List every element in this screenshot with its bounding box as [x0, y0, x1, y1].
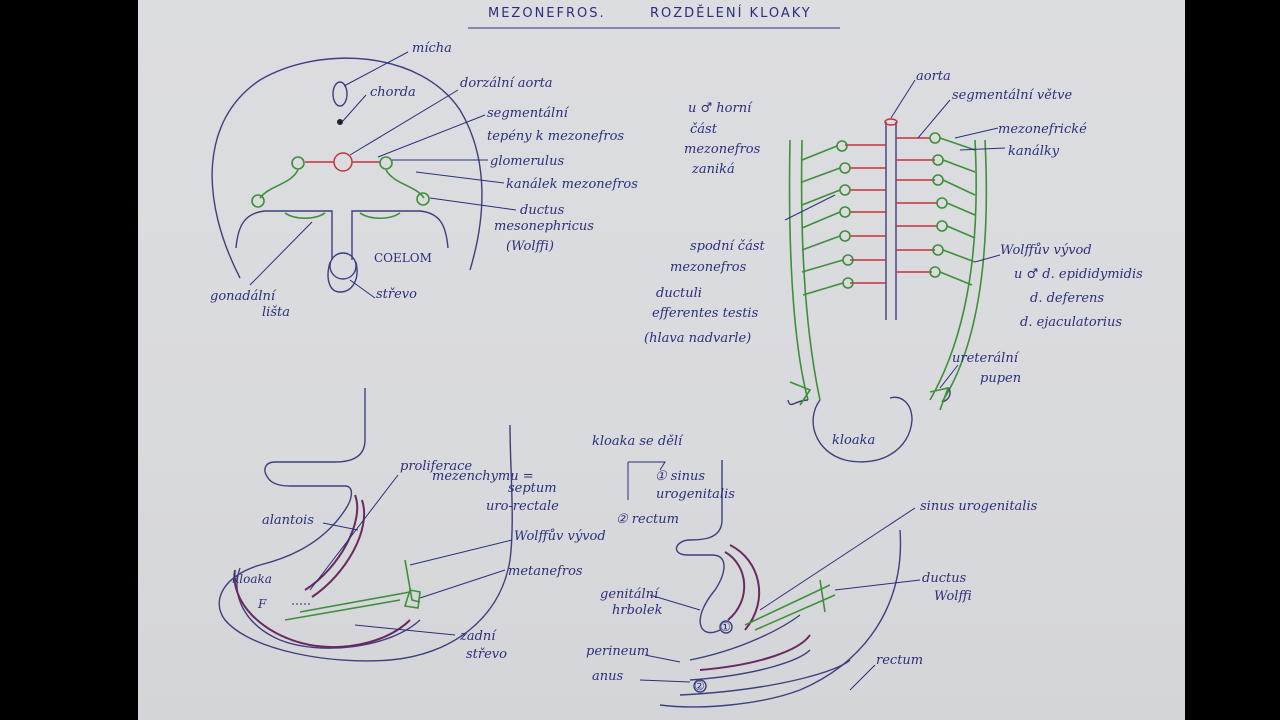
- label-sinus-2: urogenitalis: [656, 487, 735, 502]
- wolffian-duct-left: [252, 195, 264, 207]
- mesonephric-tubules: [802, 133, 975, 295]
- label-f: F: [257, 597, 267, 611]
- label-ductus-2: mesonephricus: [494, 219, 594, 234]
- label-segmental-2: tepény k mezonefros: [487, 129, 624, 144]
- label-septum-1: septum: [508, 481, 557, 496]
- embryo-outline-late: [676, 460, 724, 633]
- gut-tube: [330, 253, 356, 279]
- label-rectum: rectum: [876, 653, 923, 668]
- mesonephros-diagram: [785, 80, 1005, 462]
- gonadal-ridges: [285, 213, 400, 218]
- label-note-3: mezonefros: [684, 142, 761, 157]
- label-micha: mícha: [412, 41, 452, 56]
- label-chorda: chorda: [370, 85, 416, 100]
- label-note-4: zaniká: [691, 162, 735, 177]
- title-left: MEZONEFROS.: [488, 6, 606, 21]
- label-wolff-2: u ♂ d. epididymidis: [1014, 267, 1143, 282]
- label-gonad-2: lišta: [262, 305, 290, 320]
- label-mezo-2: kanálky: [1008, 144, 1060, 159]
- dorsal-aorta-circle: [334, 153, 352, 171]
- label-kloaka-male: kloaka: [832, 433, 875, 448]
- label-ductus-late-1: ductus: [922, 571, 967, 586]
- label-zadni-1: zadní: [459, 629, 497, 644]
- label-ductus-1: ductus: [520, 203, 565, 218]
- mesonephric-tubules: [260, 170, 424, 198]
- label-lower-2: mezonefros: [670, 260, 747, 275]
- label-ureter-1: ureterální: [952, 351, 1020, 366]
- label-genital-2: hrbolek: [612, 603, 663, 618]
- segmental-branches: [845, 138, 938, 283]
- label-alantois: alantois: [262, 513, 314, 528]
- label-sinus-urogenitalis: sinus urogenitalis: [920, 499, 1038, 514]
- label-lower-3: ductuli: [656, 286, 702, 301]
- label-ureter-2: pupen: [980, 371, 1021, 386]
- label-wolff-1: Wolffův vývod: [1000, 242, 1092, 258]
- label-mezo-1: mezonefrické: [998, 122, 1087, 137]
- label-strevo: střevo: [376, 287, 417, 302]
- label-note-2: část: [690, 122, 718, 137]
- label-perineum: perineum: [586, 644, 649, 659]
- label-n1: ①: [720, 620, 731, 634]
- glomerulus-left: [292, 157, 304, 169]
- label-kloaka-early: kloaka: [232, 572, 272, 586]
- label-lower-1: spodní část: [690, 239, 766, 254]
- ureteric-bud-green: [790, 382, 948, 410]
- label-kanalek: kanálek mezonefros: [506, 177, 638, 192]
- label-wolff-4: d. ejaculatorius: [1020, 315, 1122, 330]
- label-note-1: u ♂ horní: [688, 101, 753, 116]
- label-segmental-1: segmentální: [487, 106, 570, 121]
- aorta-vessel: [886, 122, 896, 320]
- cloaca-outline: [813, 397, 912, 462]
- title-right: ROZDĚLENÍ KLOAKY: [650, 5, 812, 21]
- label-n2: ②: [694, 679, 705, 693]
- label-zadni-2: střevo: [466, 647, 507, 662]
- label-coelom: COELOM: [374, 251, 432, 265]
- label-wolff-early: Wolffův vývod: [514, 528, 606, 544]
- glomerulus-right: [380, 157, 392, 169]
- label-rectum-note: ② rectum: [616, 512, 679, 527]
- label-lower-4: efferentes testis: [652, 306, 759, 321]
- label-dorsal-aorta: dorzální aorta: [460, 76, 553, 91]
- label-genital-1: genitální: [600, 587, 660, 602]
- label-septum-2: uro-rectale: [486, 499, 559, 514]
- label-anus: anus: [592, 669, 623, 684]
- label-lower-5: (hlava nadvarle): [644, 331, 751, 346]
- label-metanefros: metanefros: [508, 564, 583, 579]
- label-glomerulus: glomerulus: [490, 154, 564, 169]
- label-segmental: segmentální větve: [952, 88, 1072, 103]
- wolffian-duct-right: [417, 193, 429, 205]
- label-deli: kloaka se dělí: [592, 434, 684, 449]
- label-ductus-3: (Wolffi): [506, 239, 554, 254]
- mesentery: [328, 262, 357, 292]
- ureteric-buds: [788, 388, 950, 404]
- label-wolff-3: d. deferens: [1030, 291, 1104, 306]
- label-ductus-late-2: Wolffi: [934, 589, 972, 604]
- label-gonad-1: gonadální: [210, 289, 277, 304]
- label-aorta: aorta: [916, 69, 951, 84]
- label-sinus-1: ① sinus: [655, 469, 705, 484]
- wolffian-duct-left: [790, 140, 820, 400]
